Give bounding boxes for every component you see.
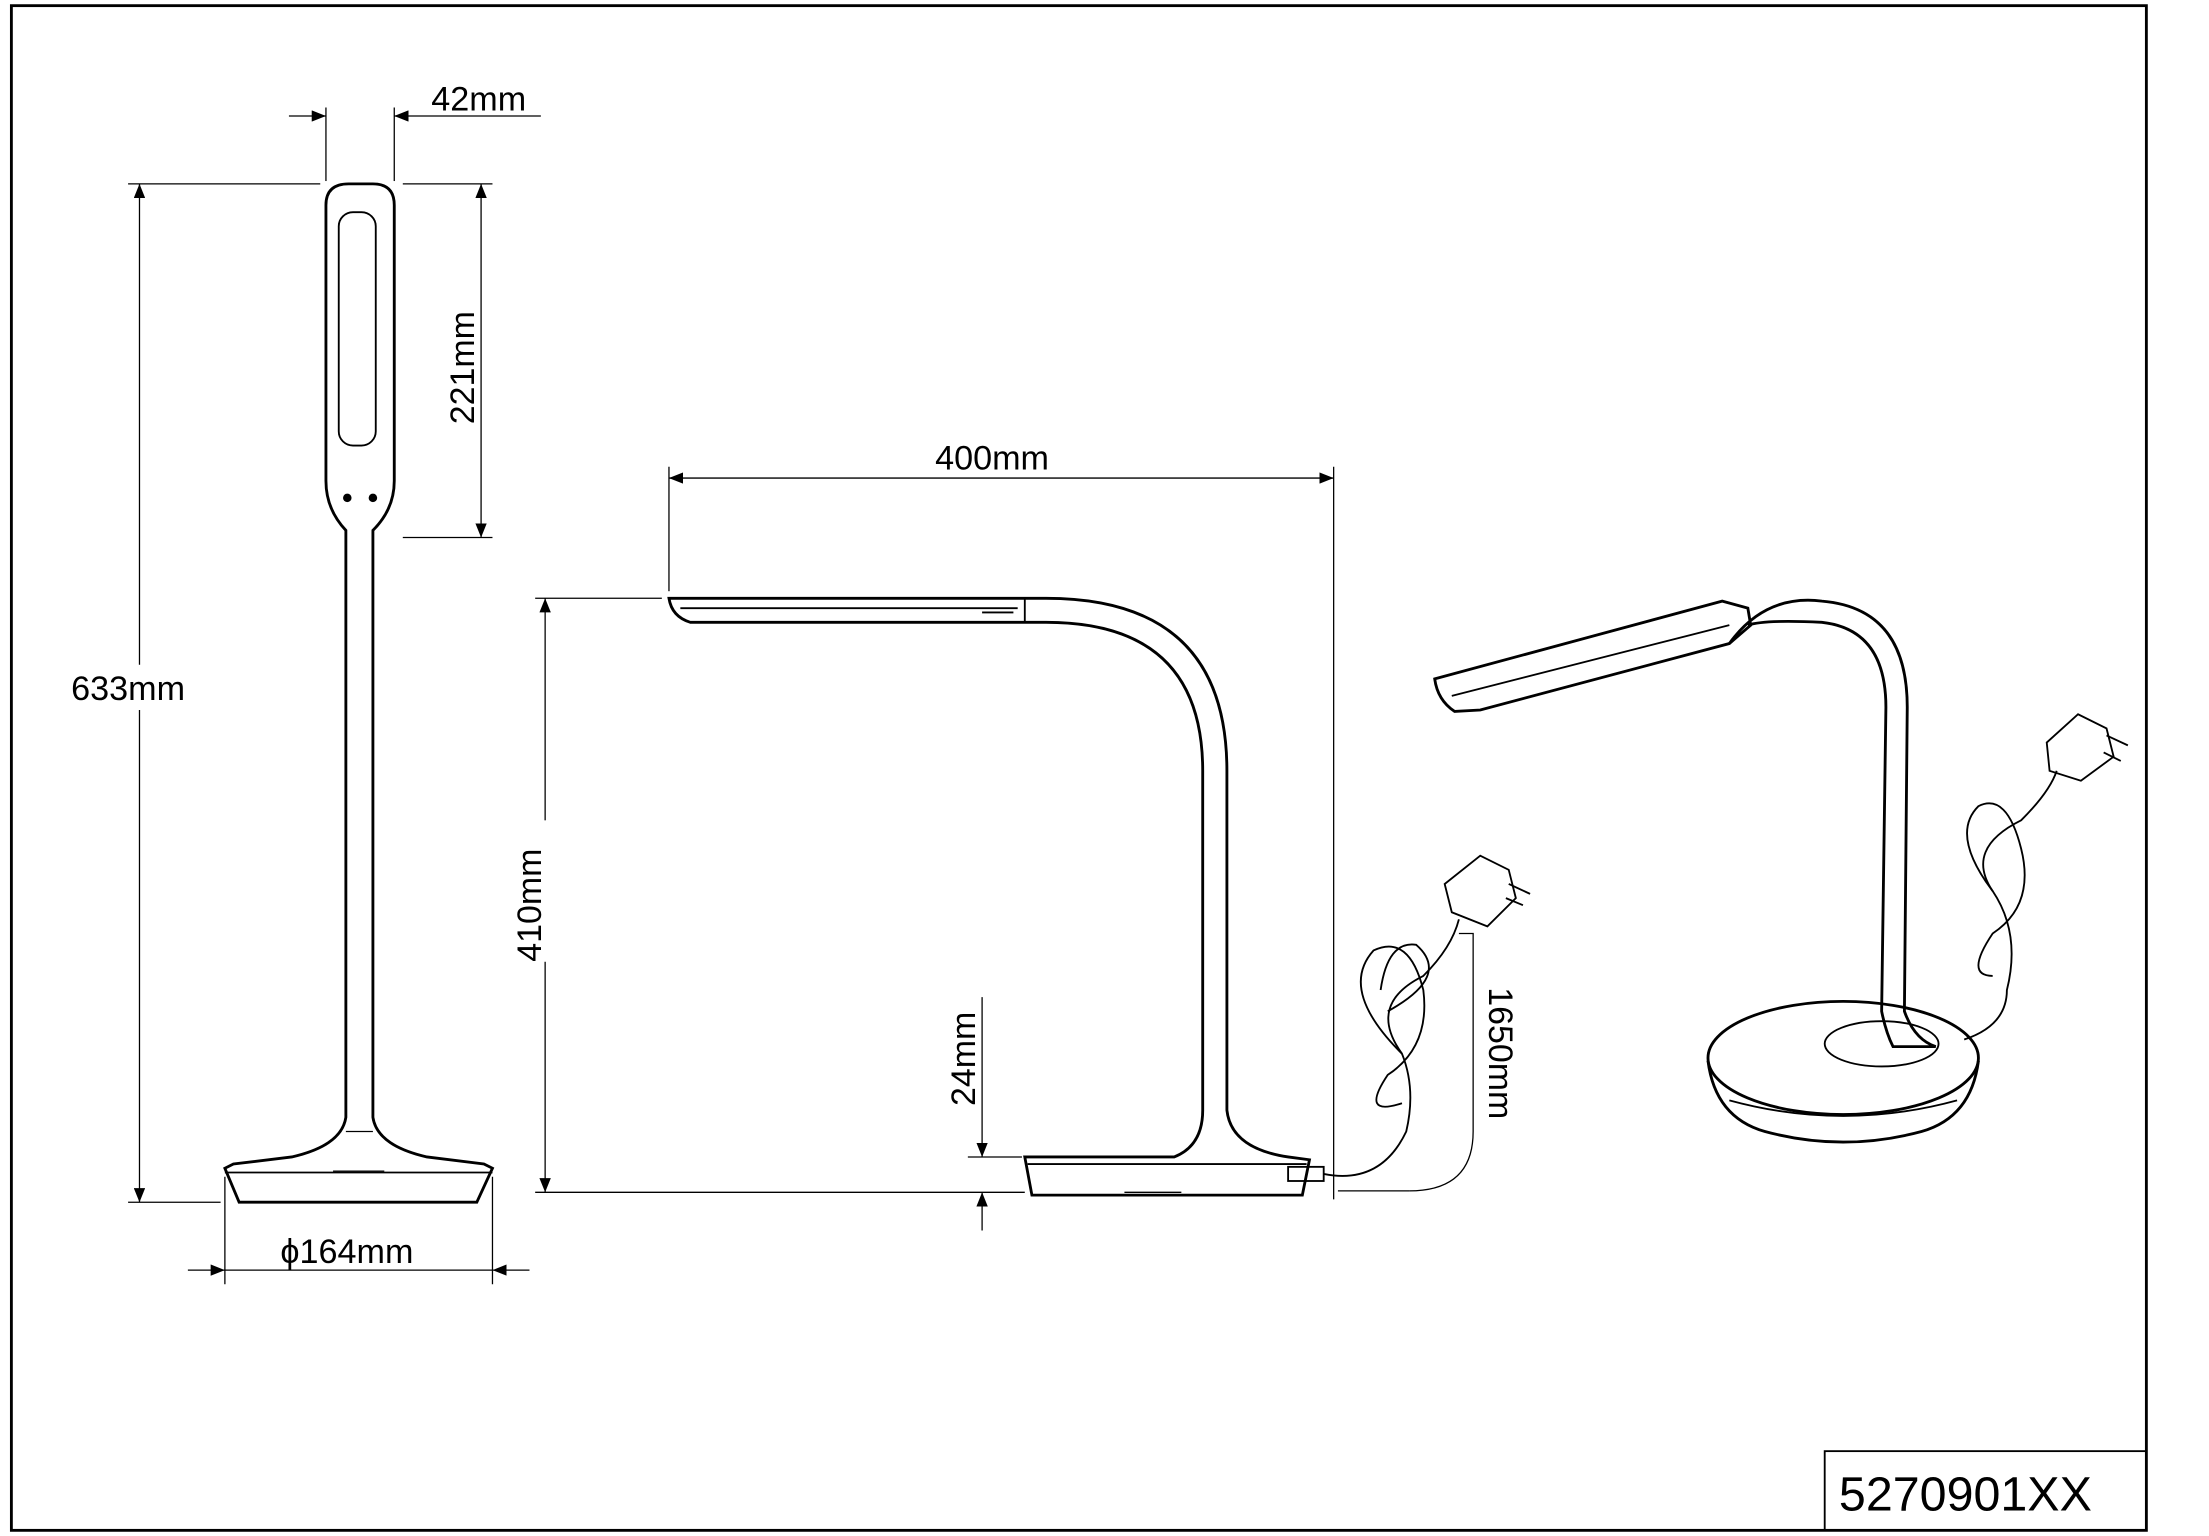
dimension-height: 410mm (506, 597, 1025, 1193)
dimension-base-height: 24mm (945, 997, 1022, 1231)
product-code: 5270901XX (1839, 1468, 2092, 1522)
dimension-base-diameter: ϕ164mm (187, 1176, 530, 1285)
dimension-head-width: 42mm (288, 80, 541, 182)
dimension-total-height: 633mm (68, 183, 321, 1203)
dim-label-head-width: 42mm (431, 80, 526, 118)
dim-label-reach: 400mm (935, 440, 1049, 478)
dimension-cable-length: 1650mm (1337, 932, 1519, 1192)
front-view-lamp (223, 182, 495, 1204)
dim-label-total-height: 633mm (71, 670, 185, 708)
perspective-view-lamp (1433, 598, 2129, 1144)
dim-label-base-height: 24mm (945, 1012, 983, 1106)
dimension-reach: 400mm (668, 440, 1335, 1200)
drawing-frame (9, 4, 2148, 1532)
dim-label-height: 410mm (511, 849, 549, 962)
dim-label-head-height: 221mm (444, 311, 482, 424)
dim-label-base-diameter: ϕ164mm (280, 1233, 413, 1271)
dimension-head-height: 221mm (402, 183, 493, 539)
side-view-lamp (667, 596, 1531, 1197)
product-code-box: 5270901XX (1823, 1450, 2148, 1532)
dim-label-cable-length: 1650mm (1481, 987, 1519, 1119)
